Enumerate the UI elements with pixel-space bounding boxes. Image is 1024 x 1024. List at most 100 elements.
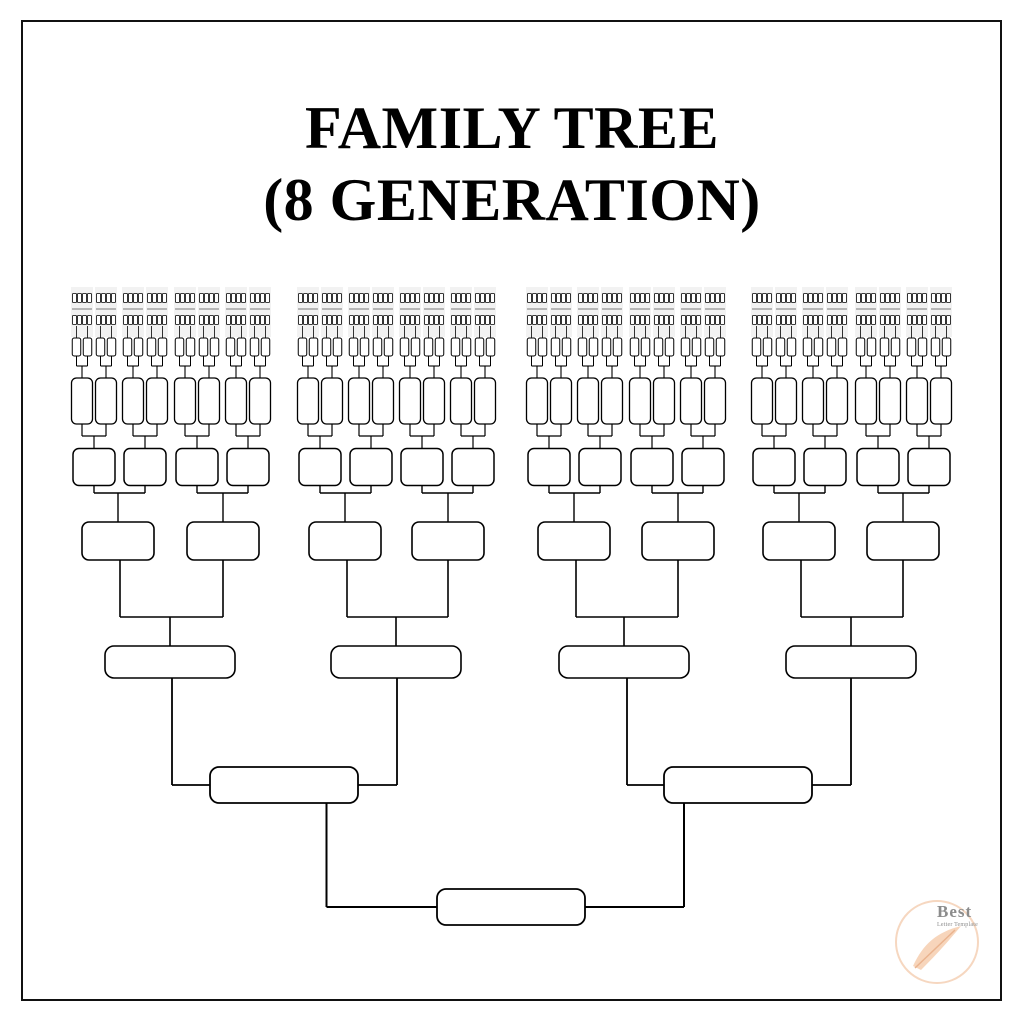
person-box-gen8[interactable]	[213, 315, 219, 325]
person-box-gen3[interactable]	[330, 645, 462, 679]
person-box-gen8[interactable]	[776, 293, 782, 303]
person-box-gen8[interactable]	[428, 315, 434, 325]
person-box-gen4[interactable]	[186, 521, 260, 561]
person-box-gen8[interactable]	[77, 293, 83, 303]
person-box-gen7[interactable]	[537, 337, 548, 357]
person-box-gen8[interactable]	[669, 293, 675, 303]
person-box-gen8[interactable]	[654, 293, 660, 303]
person-box-gen5[interactable]	[349, 447, 393, 487]
person-box-gen5[interactable]	[451, 447, 495, 487]
person-box-gen8[interactable]	[602, 315, 608, 325]
person-box-gen8[interactable]	[225, 293, 231, 303]
person-box-gen8[interactable]	[645, 315, 651, 325]
person-box-gen8[interactable]	[77, 315, 83, 325]
person-box-gen6[interactable]	[525, 377, 549, 425]
person-box-gen8[interactable]	[414, 293, 420, 303]
person-box-gen8[interactable]	[161, 315, 167, 325]
person-box-gen8[interactable]	[752, 293, 758, 303]
person-box-gen8[interactable]	[762, 315, 768, 325]
person-box-gen8[interactable]	[382, 315, 388, 325]
person-box-gen8[interactable]	[640, 315, 646, 325]
person-box-gen8[interactable]	[240, 293, 246, 303]
person-box-gen8[interactable]	[880, 293, 886, 303]
person-box-gen8[interactable]	[259, 293, 265, 303]
person-box-gen7[interactable]	[588, 337, 599, 357]
person-box-gen8[interactable]	[348, 293, 354, 303]
person-box-gen8[interactable]	[781, 293, 787, 303]
person-box-gen6[interactable]	[628, 377, 652, 425]
person-box-gen8[interactable]	[861, 315, 867, 325]
person-box-gen8[interactable]	[827, 293, 833, 303]
person-box-gen8[interactable]	[189, 315, 195, 325]
person-box-gen8[interactable]	[542, 293, 548, 303]
person-box-gen8[interactable]	[358, 293, 364, 303]
person-box-gen8[interactable]	[583, 315, 589, 325]
person-box-gen7[interactable]	[577, 337, 588, 357]
person-box-gen8[interactable]	[363, 315, 369, 325]
person-box-gen8[interactable]	[297, 315, 303, 325]
person-box-gen8[interactable]	[537, 315, 543, 325]
person-box-gen8[interactable]	[808, 293, 814, 303]
person-box-gen7[interactable]	[321, 337, 332, 357]
person-box-gen5[interactable]	[907, 447, 951, 487]
person-box-gen7[interactable]	[826, 337, 837, 357]
person-box-gen8[interactable]	[331, 315, 337, 325]
person-box-gen8[interactable]	[156, 315, 162, 325]
person-box-gen8[interactable]	[450, 293, 456, 303]
person-box-gen8[interactable]	[757, 315, 763, 325]
person-box-gen8[interactable]	[551, 315, 557, 325]
person-box-gen8[interactable]	[922, 315, 928, 325]
person-box-gen8[interactable]	[127, 315, 133, 325]
person-box-gen8[interactable]	[353, 315, 359, 325]
person-box-gen8[interactable]	[184, 315, 190, 325]
person-box-gen8[interactable]	[885, 293, 891, 303]
person-box-gen8[interactable]	[776, 315, 782, 325]
person-box-gen8[interactable]	[664, 315, 670, 325]
person-box-gen8[interactable]	[240, 315, 246, 325]
person-box-gen7[interactable]	[308, 337, 319, 357]
person-box-gen8[interactable]	[307, 293, 313, 303]
person-box-gen8[interactable]	[179, 315, 185, 325]
person-box-gen7[interactable]	[95, 337, 106, 357]
person-box-gen6[interactable]	[173, 377, 197, 425]
person-box-gen8[interactable]	[885, 315, 891, 325]
person-box-gen8[interactable]	[465, 315, 471, 325]
person-box-gen7[interactable]	[691, 337, 702, 357]
person-box-gen7[interactable]	[332, 337, 343, 357]
person-box-gen6[interactable]	[320, 377, 344, 425]
person-box-gen6[interactable]	[652, 377, 676, 425]
person-box-gen8[interactable]	[791, 315, 797, 325]
person-box-gen8[interactable]	[696, 293, 702, 303]
person-box-gen8[interactable]	[588, 315, 594, 325]
person-box-gen4[interactable]	[866, 521, 940, 561]
person-box-gen8[interactable]	[691, 293, 697, 303]
person-box-gen8[interactable]	[450, 315, 456, 325]
person-box-gen8[interactable]	[654, 315, 660, 325]
person-box-gen8[interactable]	[235, 293, 241, 303]
person-box-gen8[interactable]	[767, 315, 773, 325]
person-box-gen8[interactable]	[946, 315, 952, 325]
person-box-gen8[interactable]	[321, 293, 327, 303]
person-box-gen7[interactable]	[209, 337, 220, 357]
person-box-gen8[interactable]	[156, 293, 162, 303]
person-box-gen6[interactable]	[296, 377, 320, 425]
person-box-gen8[interactable]	[372, 315, 378, 325]
person-box-gen8[interactable]	[931, 293, 937, 303]
person-box-gen8[interactable]	[479, 293, 485, 303]
person-box-gen7[interactable]	[434, 337, 445, 357]
person-box-gen5[interactable]	[803, 447, 847, 487]
person-box-gen8[interactable]	[895, 293, 901, 303]
person-box-gen8[interactable]	[542, 315, 548, 325]
person-box-gen7[interactable]	[813, 337, 824, 357]
person-box-gen6[interactable]	[224, 377, 248, 425]
person-box-gen8[interactable]	[423, 315, 429, 325]
person-box-gen6[interactable]	[825, 377, 849, 425]
person-box-gen4[interactable]	[641, 521, 715, 561]
person-box-gen8[interactable]	[484, 315, 490, 325]
person-box-gen7[interactable]	[802, 337, 813, 357]
person-box-gen5[interactable]	[578, 447, 622, 487]
person-box-gen8[interactable]	[111, 315, 117, 325]
person-box-gen8[interactable]	[813, 293, 819, 303]
person-box-gen7[interactable]	[249, 337, 260, 357]
person-box-gen8[interactable]	[659, 293, 665, 303]
